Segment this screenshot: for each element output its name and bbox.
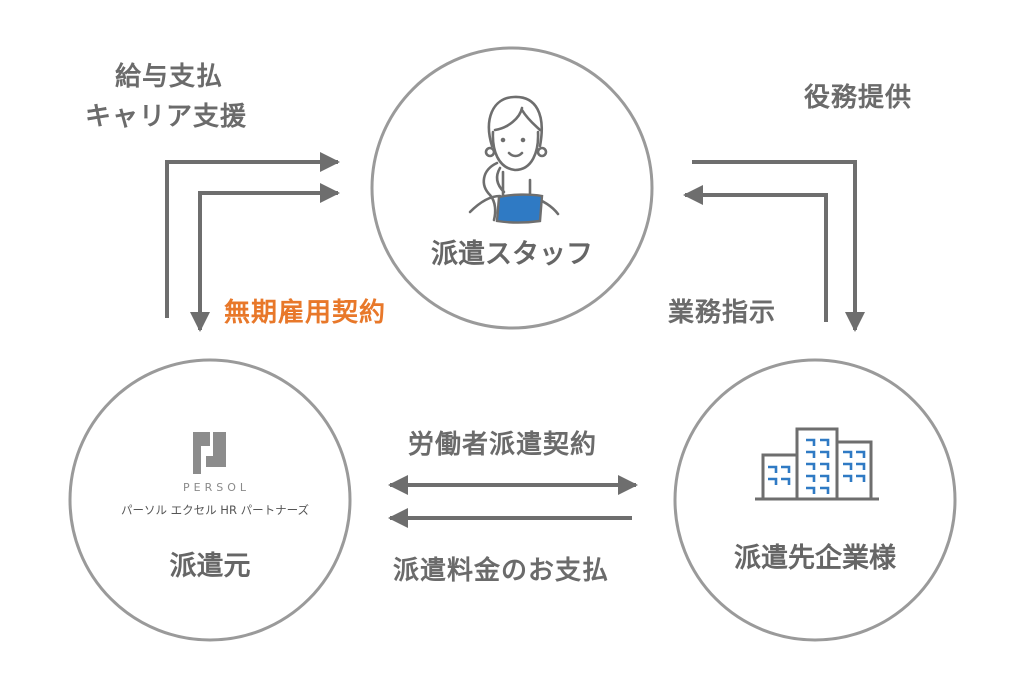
building-window: [781, 477, 791, 485]
instruction-label: 業務指示: [668, 298, 777, 328]
payment-label: 派遣料金のお支払: [393, 556, 610, 586]
staff-shirt: [495, 193, 544, 224]
office-buildings-icon: [755, 427, 879, 501]
building-window: [820, 462, 830, 470]
service-label: 役務提供: [804, 83, 913, 113]
building-window: [820, 486, 830, 494]
building-window: [843, 474, 853, 482]
building-window: [806, 462, 816, 470]
woman-staff-icon: [468, 95, 560, 222]
contract-arrow-down: [190, 183, 340, 332]
salary-arrow: [165, 152, 340, 318]
building-window: [806, 486, 816, 494]
building-window: [768, 477, 778, 485]
building-window: [856, 474, 866, 482]
dispatch-contract-label: 労働者派遣契約: [408, 430, 598, 460]
building-window: [843, 450, 853, 458]
building-window: [820, 450, 830, 458]
agency-company-name: パーソル エクセル HR パートナーズ: [121, 503, 310, 517]
agency-node-name: 派遣元: [169, 551, 251, 582]
staff-node-name: 派遣スタッフ: [431, 239, 593, 270]
building-window: [843, 462, 853, 470]
building-window: [768, 465, 778, 473]
salary-label-line2: キャリア支援: [85, 102, 248, 132]
service-arrow: [692, 160, 865, 332]
persol-logo-icon: [193, 432, 226, 474]
building-window: [806, 438, 816, 446]
persol-wordmark: PERSOL: [183, 481, 250, 494]
building-window: [781, 465, 791, 473]
building-window: [806, 474, 816, 482]
building-window: [820, 438, 830, 446]
building-window: [806, 450, 816, 458]
agency-node-circle: [68, 358, 352, 642]
building-window: [856, 462, 866, 470]
building-window: [820, 474, 830, 482]
instruction-arrow: [683, 185, 828, 322]
salary-label-line1: 給与支払: [115, 62, 224, 92]
client-node-name: 派遣先企業様: [734, 543, 896, 574]
building-window: [856, 450, 866, 458]
employment-contract-label: 無期雇用契約: [224, 298, 387, 328]
staff-node-circle: [370, 46, 654, 330]
